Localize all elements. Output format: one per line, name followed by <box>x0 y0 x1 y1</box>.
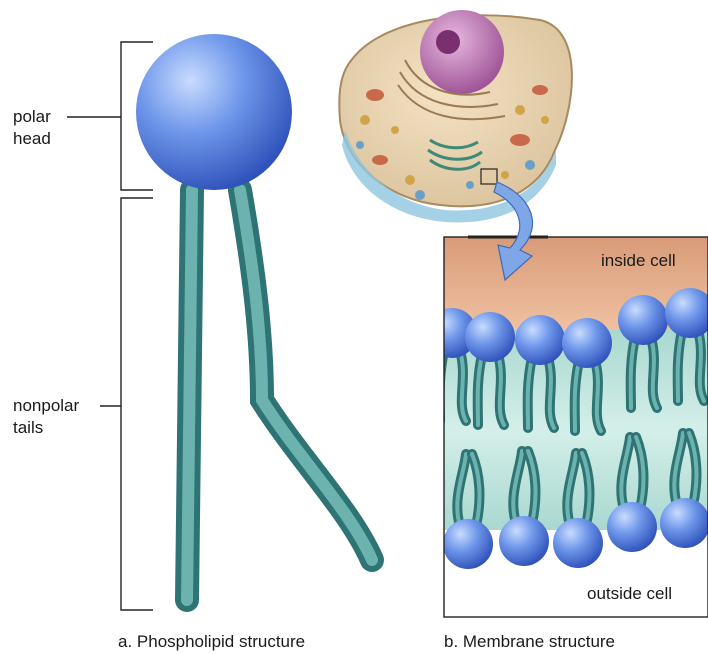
nonpolar-tails-bracket <box>100 198 153 610</box>
caption-b: b. Membrane structure <box>444 632 615 652</box>
polar-head-label-line1: polar <box>13 106 51 128</box>
nonpolar-tails-label-line2: tails <box>13 417 79 439</box>
lipid-head <box>443 519 493 569</box>
lipid-head <box>660 498 708 548</box>
lipid-head <box>515 315 565 365</box>
polar-head <box>136 34 292 190</box>
nonpolar-tails-label: nonpolar tails <box>13 395 79 439</box>
nucleus <box>420 10 504 94</box>
lipid-head <box>562 318 612 368</box>
animal-cell-illustration <box>339 10 572 222</box>
polar-head-label: polar head <box>13 106 51 150</box>
lipid-head <box>607 502 657 552</box>
lipid-head <box>553 518 603 568</box>
polar-head-label-line2: head <box>13 128 51 150</box>
lipid-head <box>465 312 515 362</box>
caption-a: a. Phospholipid structure <box>118 632 305 652</box>
nonpolar-tails-label-line1: nonpolar <box>13 395 79 417</box>
inside-cell-label: inside cell <box>601 250 676 272</box>
phospholipid-molecule <box>136 34 372 600</box>
outside-cell-label: outside cell <box>587 583 672 605</box>
lipid-head <box>618 295 668 345</box>
lipid-head <box>499 516 549 566</box>
membrane-panel <box>427 237 708 617</box>
